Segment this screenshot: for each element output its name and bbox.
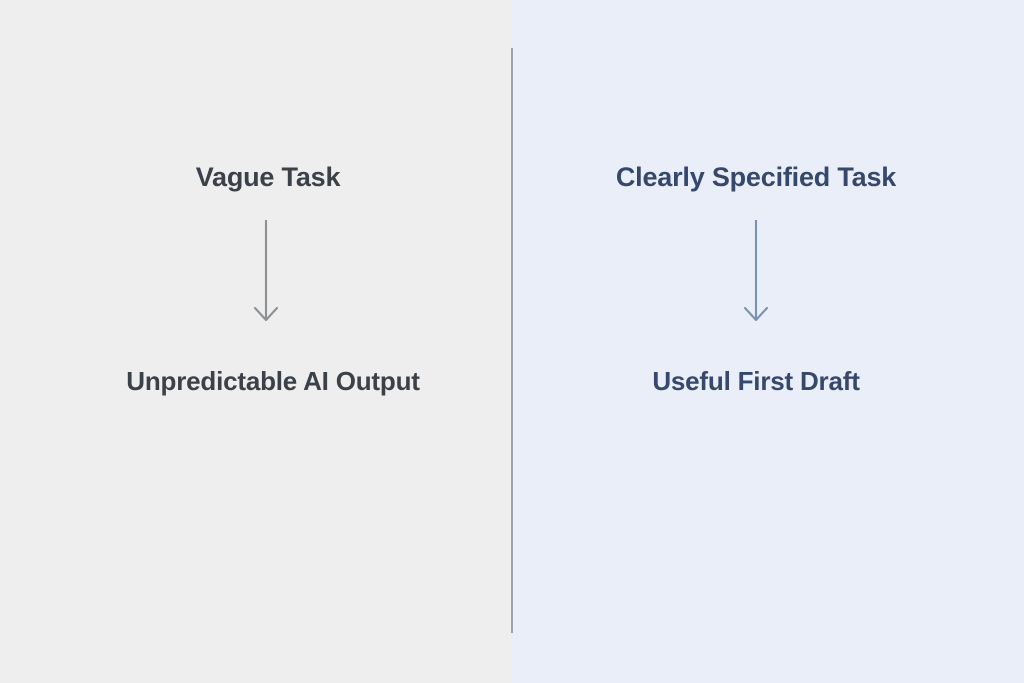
left-arrow <box>10 218 522 326</box>
right-arrow <box>500 218 1012 326</box>
panel-vague-task <box>0 0 512 683</box>
left-outcome: Unpredictable AI Output <box>126 366 420 396</box>
center-divider <box>511 48 513 633</box>
left-heading: Vague Task <box>195 162 341 192</box>
right-heading: Clearly Specified Task <box>615 162 897 192</box>
right-outcome: Useful First Draft <box>652 366 860 396</box>
column-left: Vague Task Unpredictable AI Output <box>126 162 420 396</box>
down-arrow-icon <box>743 220 769 322</box>
down-arrow-icon <box>253 220 279 322</box>
panel-clearly-specified-task <box>512 0 1024 683</box>
column-right: Clearly Specified Task Useful First Draf… <box>512 0 1024 683</box>
